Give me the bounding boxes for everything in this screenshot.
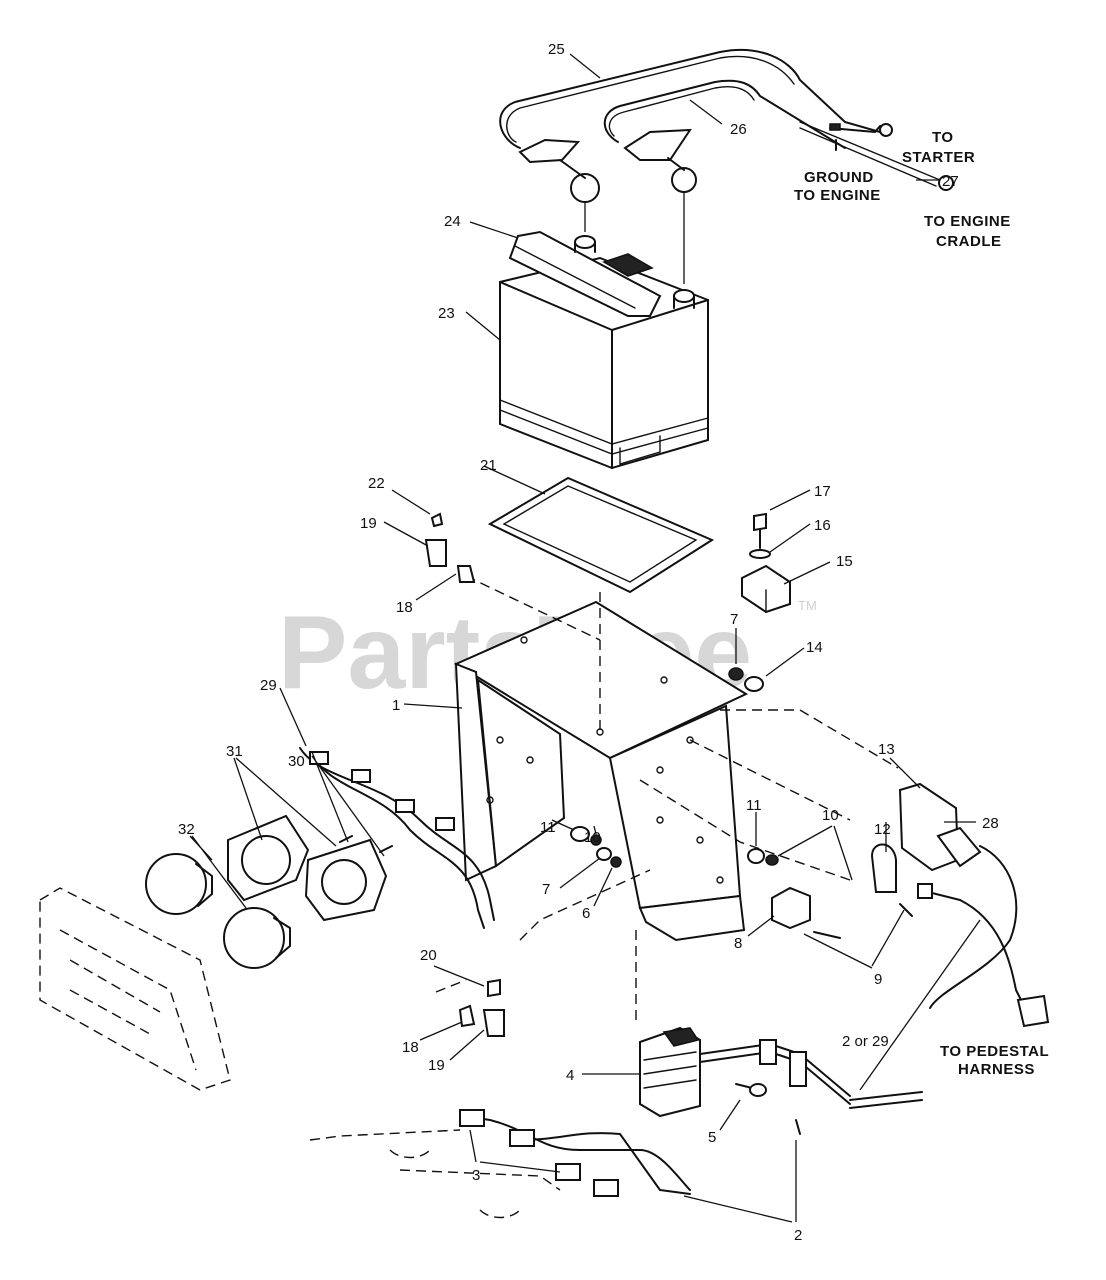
callout-11-right: 11 xyxy=(746,797,762,814)
callout-13: 13 xyxy=(878,741,895,758)
label-ground-line2: TO ENGINE xyxy=(794,187,881,204)
callout-11: 11 xyxy=(540,819,556,836)
callout-30: 30 xyxy=(288,753,305,770)
battery xyxy=(499,230,709,470)
callout-numbers: 25 26 27 24 23 21 22 19 18 17 16 15 7 14… xyxy=(178,41,999,1244)
callout-14: 14 xyxy=(806,639,823,656)
clips-lower xyxy=(435,978,505,1037)
destination-labels: TO STARTER GROUND TO ENGINE TO ENGINE CR… xyxy=(794,129,1049,1078)
callout-6: 6 xyxy=(582,905,590,922)
callout-23: 23 xyxy=(438,305,455,322)
callout-15: 15 xyxy=(836,553,853,570)
callout-20: 20 xyxy=(420,947,437,964)
label-cradle-line2: CRADLE xyxy=(936,233,1002,250)
callout-28: 28 xyxy=(982,815,999,832)
leader-lines xyxy=(189,53,981,1223)
label-pedestal-line2: HARNESS xyxy=(958,1061,1035,1078)
label-to-starter-line2: STARTER xyxy=(902,149,975,166)
callout-16: 16 xyxy=(814,517,831,534)
callout-10-right: 10 xyxy=(822,807,839,824)
callout-25: 25 xyxy=(548,41,565,58)
callout-24: 24 xyxy=(444,213,461,230)
callout-4: 4 xyxy=(566,1067,574,1084)
headlight-harness xyxy=(39,747,495,1091)
label-cradle-line1: TO ENGINE xyxy=(924,213,1011,230)
callout-22: 22 xyxy=(368,475,385,492)
callout-26: 26 xyxy=(730,121,747,138)
clips-upper xyxy=(424,512,476,583)
label-pedestal-line1: TO PEDESTAL xyxy=(940,1043,1049,1060)
callout-12: 12 xyxy=(874,821,891,838)
mid-hardware xyxy=(570,782,1050,1028)
callout-7: 7 xyxy=(730,611,738,628)
callout-27: 27 xyxy=(942,173,959,190)
hold-down-hardware xyxy=(728,512,791,692)
callout-21: 21 xyxy=(480,457,497,474)
callout-19-lower: 19 xyxy=(428,1057,445,1074)
battery-cables xyxy=(499,48,954,284)
battery-tray xyxy=(453,575,899,1020)
lower-wiring xyxy=(309,1026,923,1219)
label-to-starter-line1: TO xyxy=(932,129,954,146)
callout-5: 5 xyxy=(708,1129,716,1146)
callout-1: 1 xyxy=(392,697,400,714)
callout-3: 3 xyxy=(472,1167,480,1184)
battery-pad xyxy=(487,476,715,594)
callout-31: 31 xyxy=(226,743,243,760)
callout-19: 19 xyxy=(360,515,377,532)
callout-29: 29 xyxy=(260,677,277,694)
callout-2-or-29: 2 or 29 xyxy=(842,1033,889,1050)
callout-18-lower: 18 xyxy=(402,1039,419,1056)
watermark-trademark: TM xyxy=(798,598,817,613)
label-ground-line1: GROUND xyxy=(804,169,874,186)
callout-32: 32 xyxy=(178,821,195,838)
callout-9: 9 xyxy=(874,971,882,988)
callout-17: 17 xyxy=(814,483,831,500)
callout-18: 18 xyxy=(396,599,413,616)
callout-2: 2 xyxy=(794,1227,802,1244)
callout-10: 10 xyxy=(584,829,601,846)
callout-8: 8 xyxy=(734,935,742,952)
callout-7-lower: 7 xyxy=(542,881,550,898)
